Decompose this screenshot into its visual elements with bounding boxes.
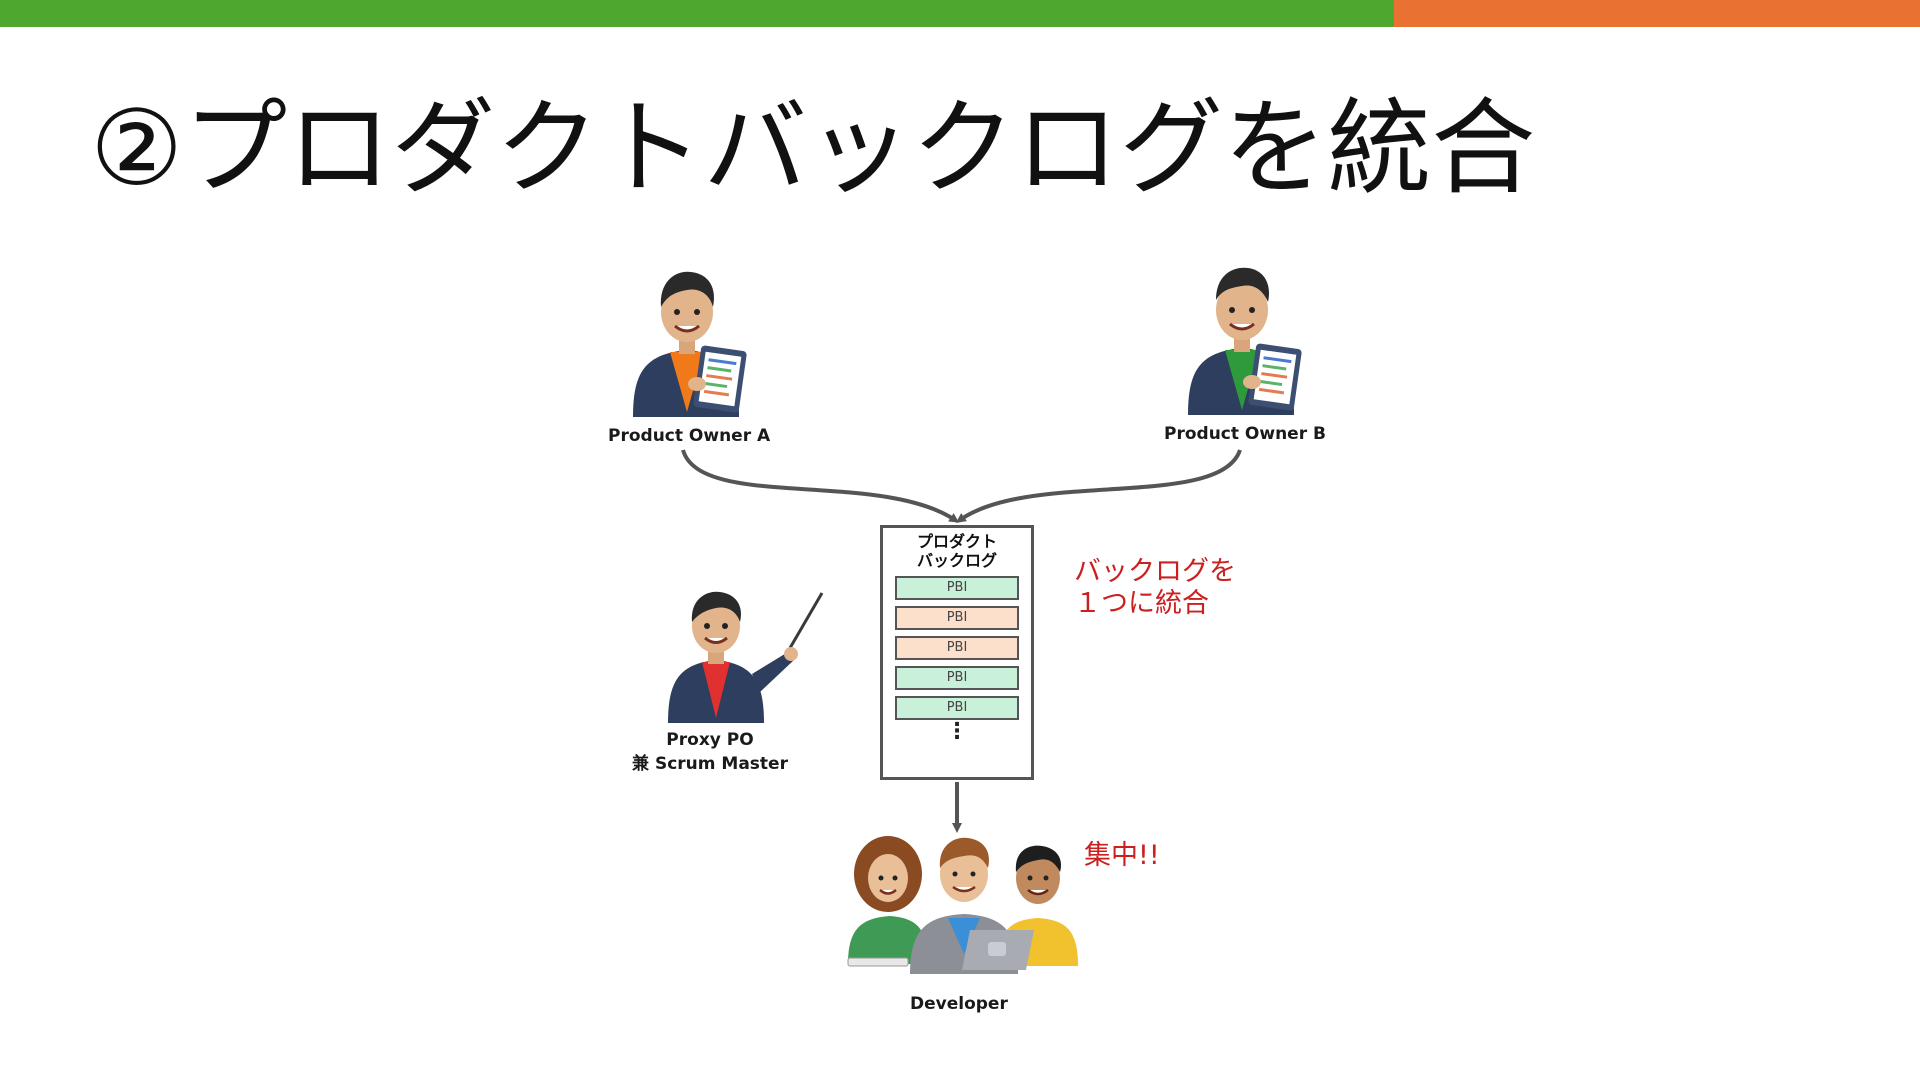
product-backlog-box: プロダクト バックログ PBI PBI PBI PBI PBI ⋮ (880, 525, 1034, 780)
merge-note: バックログを １つに統合 (1074, 556, 1236, 620)
product-owner-a-figure (625, 262, 750, 417)
pbi-item-2: PBI (895, 606, 1019, 630)
developer-label: Developer (910, 994, 1008, 1014)
person-with-tablet-icon (633, 271, 747, 417)
product-owner-b-figure (1180, 260, 1305, 415)
developer-team-figure (838, 834, 1093, 974)
pbi-item-1: PBI (895, 576, 1019, 600)
pbi-item-5: PBI (895, 696, 1019, 720)
developer-team-icon (847, 836, 1078, 974)
shirt-proxy (702, 662, 730, 718)
proxy-po-label-line1: Proxy PO (666, 730, 754, 750)
top-bar-green (0, 0, 1394, 27)
product-owner-b-label: Product Owner B (1164, 424, 1326, 444)
pbi-item-4: PBI (895, 666, 1019, 690)
backlog-title-line2: バックログ (916, 551, 997, 570)
shirt-a (670, 352, 704, 412)
arrow-a-to-backlog (681, 449, 960, 523)
proxy-po-label: Proxy PO 兼 Scrum Master (620, 728, 800, 776)
top-bar-orange (1394, 0, 1920, 27)
focus-note: 集中!! (1084, 840, 1160, 871)
backlog-title-line1: プロダクト (916, 532, 997, 551)
backlog-title: プロダクト バックログ (883, 532, 1031, 570)
backlog-more-indicator: ⋮ (946, 719, 968, 744)
product-owner-a-label: Product Owner A (608, 426, 771, 446)
proxy-po-figure (660, 588, 830, 723)
proxy-po-label-line2: 兼 Scrum Master (632, 754, 788, 774)
merge-note-line2: １つに統合 (1074, 588, 1209, 619)
person-with-pointer-icon (668, 591, 824, 723)
merge-note-line1: バックログを (1074, 556, 1236, 587)
page-title: ②プロダクトバックログを統合 (90, 87, 1536, 209)
arrow-b-to-backlog (955, 449, 1242, 523)
pbi-item-3: PBI (895, 636, 1019, 660)
shirt-b (1225, 350, 1259, 410)
person-with-tablet-icon (1188, 267, 1302, 415)
